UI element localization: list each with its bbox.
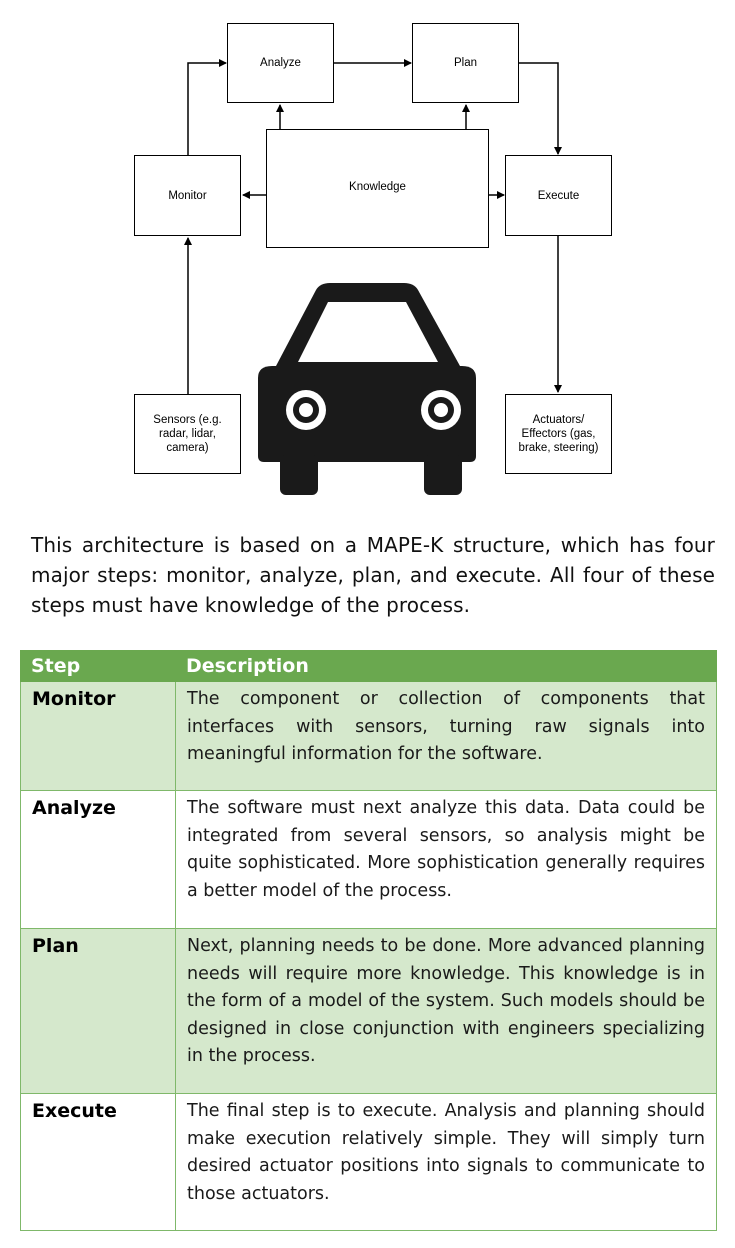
description-analyze: The software must next analyze this data… [175,790,717,929]
description-execute: The final step is to execute. Analysis a… [175,1093,717,1231]
header-description: Description [175,650,717,682]
mape-k-diagram [184,59,562,495]
table-header-row: Step Description [20,650,717,682]
step-plan: Plan [20,928,176,1094]
description-monitor: The component or collection of component… [175,681,717,791]
table-row: Execute The final step is to execute. An… [20,1093,717,1231]
header-step: Step [20,650,176,682]
step-execute: Execute [20,1093,176,1231]
monitor-node: Monitor [134,155,241,236]
actuators-node: Actuators/ Effectors (gas, brake, steeri… [505,394,612,474]
arrow-plan-to-execute [518,62,562,155]
step-monitor: Monitor [20,681,176,791]
sensors-node: Sensors (e.g. radar, lidar, camera) [134,394,241,474]
analyze-node: Analyze [227,23,334,103]
intro-paragraph: This architecture is based on a MAPE-K s… [31,533,715,617]
step-analyze: Analyze [20,790,176,929]
table-row: Analyze The software must next analyze t… [20,790,717,929]
knowledge-node: Knowledge [266,129,489,248]
table-row: Monitor The component or collection of c… [20,681,717,791]
execute-node: Execute [505,155,612,236]
car-icon [258,283,476,495]
plan-node: Plan [412,23,519,103]
table-row: Plan Next, planning needs to be done. Mo… [20,928,717,1094]
description-plan: Next, planning needs to be done. More ad… [175,928,717,1094]
mape-k-steps-table: Step Description Monitor The component o… [20,650,717,1231]
arrow-monitor-to-analyze [187,59,227,156]
